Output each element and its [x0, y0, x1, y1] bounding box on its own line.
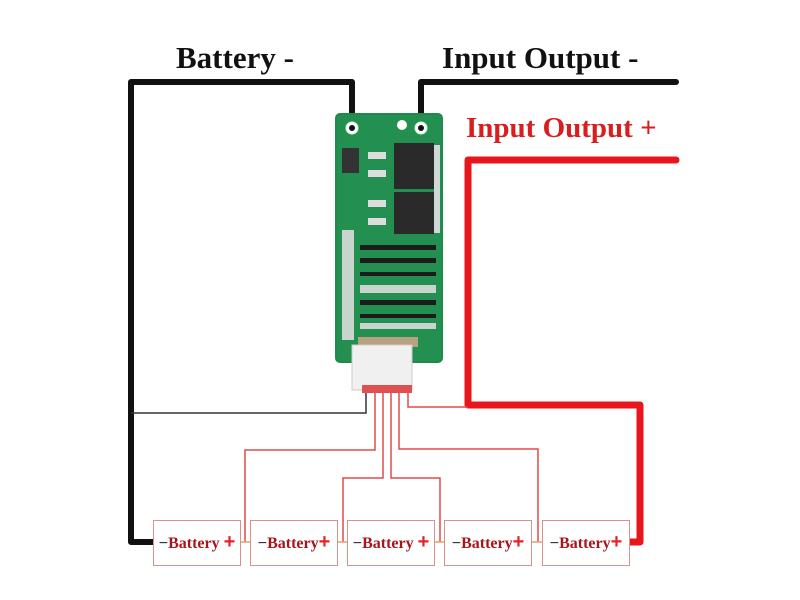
cell-positive-terminal: + — [223, 531, 236, 553]
io-positive-wire — [464, 156, 680, 546]
balance-wire-b1 — [244, 390, 376, 542]
cell-negative-terminal: − — [352, 535, 363, 552]
battery-cell-5: −Battery+ — [542, 520, 630, 566]
cell-label: Battery — [461, 535, 513, 552]
cell-label: Battery — [168, 535, 220, 552]
cell-negative-terminal: − — [257, 535, 268, 552]
balance-wires — [244, 390, 539, 542]
bms-board — [335, 113, 443, 393]
battery-cell-3: −Battery + — [347, 520, 435, 566]
battery-cell-4: −Battery+ — [444, 520, 532, 566]
balance-wire-b0 — [131, 388, 367, 414]
balance-wire-b3 — [390, 390, 441, 542]
battery-negative-label: Battery - — [176, 40, 294, 75]
battery-cell-1: −Battery + — [153, 520, 241, 566]
cell-negative-terminal: − — [549, 535, 560, 552]
battery-cell-2: −Battery+ — [250, 520, 338, 566]
io-negative-wire — [418, 79, 679, 125]
balance-wire-b2 — [342, 390, 384, 542]
battery-negative-wire — [128, 79, 355, 545]
cell-negative-terminal: − — [158, 535, 169, 552]
input-output-positive-label: Input Output + — [466, 112, 657, 144]
cell-positive-terminal: + — [318, 531, 331, 553]
cell-negative-terminal: − — [451, 535, 462, 552]
cell-label: Battery — [559, 535, 611, 552]
cell-label: Battery — [362, 535, 414, 552]
balance-wire-b5 — [407, 390, 468, 408]
balance-wire-b4 — [398, 390, 539, 542]
cell-positive-terminal: + — [512, 531, 525, 553]
cell-positive-terminal: + — [417, 531, 430, 553]
cell-positive-terminal: + — [610, 531, 623, 553]
cell-label: Battery — [267, 535, 319, 552]
input-output-negative-label: Input Output - — [442, 40, 639, 75]
